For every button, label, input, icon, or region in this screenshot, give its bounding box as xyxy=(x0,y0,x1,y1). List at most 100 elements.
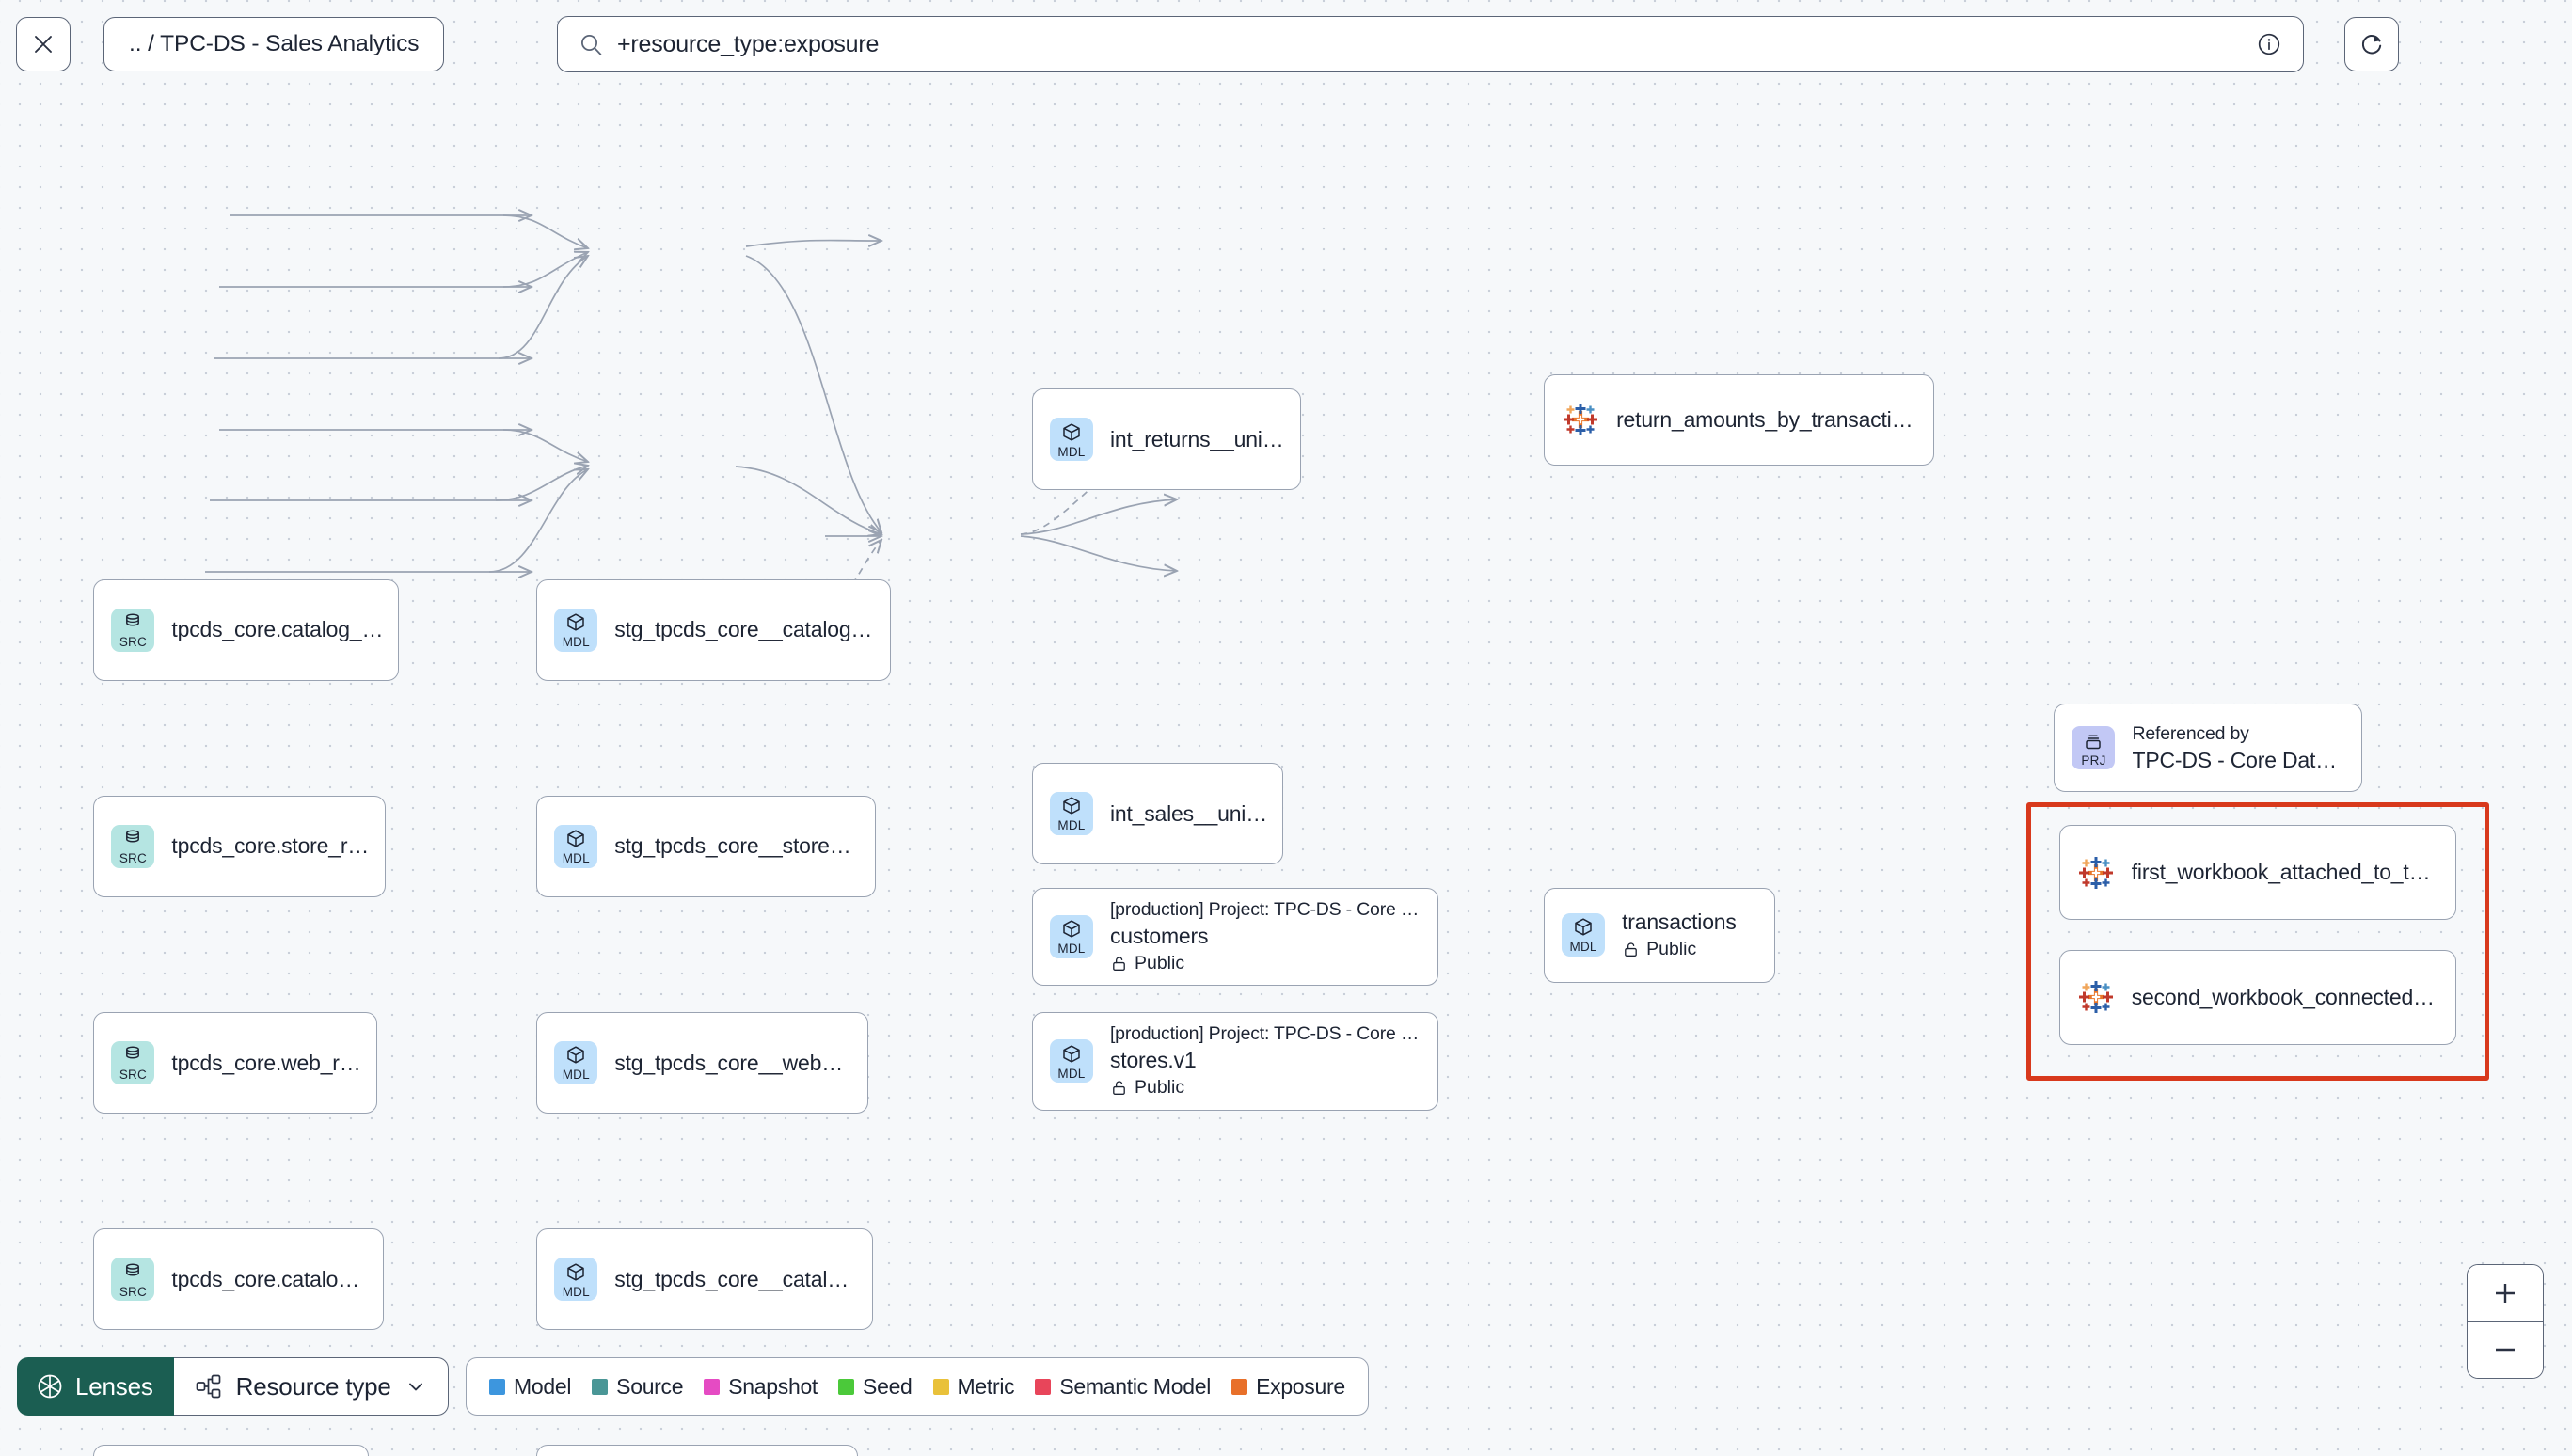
legend-item-model[interactable]: Model xyxy=(489,1374,571,1400)
node-type-badge-src: SRC xyxy=(111,824,155,868)
graph-node-return-amounts[interactable]: return_amounts_by_transaction_type xyxy=(1544,373,1935,467)
unlock-icon xyxy=(1625,942,1637,957)
legend-item-seed[interactable]: Seed xyxy=(838,1374,913,1400)
refresh-icon xyxy=(2361,35,2382,55)
legend-item-snapshot[interactable]: Snapshot xyxy=(704,1374,818,1400)
node-type-badge-mdl: MDL xyxy=(554,1041,598,1085)
graph-node-stg-web-returns[interactable]: MDL stg_tpcds_core__web_returns xyxy=(536,1012,868,1115)
breadcrumb-label: .. / TPC-DS - Sales Analytics xyxy=(129,31,420,56)
legend-label: Model xyxy=(514,1373,572,1399)
search-input[interactable] xyxy=(617,30,2247,58)
graph-node-referenced-by-project[interactable]: PRJ Referenced by TPC-DS - Core Data Mode… xyxy=(2054,704,2363,793)
refresh-button[interactable] xyxy=(2344,17,2399,71)
legend-swatch xyxy=(1231,1378,1248,1395)
cube-icon xyxy=(567,830,585,847)
node-type-badge-label: MDL xyxy=(1057,818,1086,833)
graph-node-src-web-returns[interactable]: SRC tpcds_core.web_returns xyxy=(93,1012,378,1115)
node-type-badge-mdl: MDL xyxy=(1562,913,1606,957)
node-type-badge-label: PRJ xyxy=(2081,752,2106,768)
cube-icon xyxy=(567,1263,585,1281)
search-bar[interactable] xyxy=(557,16,2304,72)
graph-node-first-workbook[interactable]: first_workbook_attached_to_tpc-ds_-_… xyxy=(2058,825,2456,921)
node-type-badge-src: SRC xyxy=(111,1258,155,1302)
cube-icon xyxy=(1063,423,1080,441)
graph-node-stg-store-sales[interactable]: MDL stg_tpcds_core__store_sales xyxy=(536,1445,859,1456)
node-visibility: Public xyxy=(1110,953,1425,974)
node-type-badge-mdl: MDL xyxy=(1049,1039,1093,1084)
zoom-out-button[interactable] xyxy=(2468,1321,2543,1378)
node-type-badge-label: MDL xyxy=(562,1284,590,1299)
graph-node-stg-catalog-returns[interactable]: MDL stg_tpcds_core__catalog_returns xyxy=(536,578,891,681)
graph-node-stores-v1[interactable]: MDL [production] Project: TPC-DS - Core … xyxy=(1031,1012,1439,1111)
resource-type-legend: Model Source Snapshot Seed Metric Semant… xyxy=(466,1357,1369,1416)
graph-node-stg-store-returns[interactable]: MDL stg_tpcds_core__store_returns xyxy=(536,795,877,897)
node-title: stg_tpcds_core__catalog_sales xyxy=(614,1266,859,1291)
node-title: stg_tpcds_core__catalog_returns xyxy=(614,617,877,642)
graph-node-customers[interactable]: MDL [production] Project: TPC-DS - Core … xyxy=(1031,887,1439,987)
node-title: customers xyxy=(1109,923,1209,948)
node-title: return_amounts_by_transaction_type xyxy=(1616,406,1920,432)
graph-node-transactions[interactable]: MDL transactions Public xyxy=(1544,887,1775,983)
node-labels: transactions Public xyxy=(1622,910,1774,960)
node-labels: first_workbook_attached_to_tpc-ds_-_… xyxy=(2132,860,2455,885)
legend-item-metric[interactable]: Metric xyxy=(932,1374,1015,1400)
node-labels: tpcds_core.catalog_returns xyxy=(171,617,397,642)
graph-node-stg-catalog-sales[interactable]: MDL stg_tpcds_core__catalog_sales xyxy=(536,1228,873,1331)
graph-node-src-store-returns[interactable]: SRC tpcds_core.store_returns xyxy=(93,795,386,897)
graph-node-second-workbook[interactable]: second_workbook_connected_to_live… xyxy=(2058,949,2456,1045)
node-labels: stg_tpcds_core__store_returns xyxy=(614,833,875,859)
node-title: stg_tpcds_core__store_returns xyxy=(614,833,862,859)
unlock-icon xyxy=(1113,957,1125,971)
node-type-badge-prj: PRJ xyxy=(2072,726,2116,770)
node-labels: int_sales__unioned xyxy=(1110,801,1282,827)
legend-label: Semantic Model xyxy=(1059,1373,1212,1399)
node-title: transactions xyxy=(1622,910,1737,935)
graph-node-int-returns-unioned[interactable]: MDL int_returns__unioned xyxy=(1031,388,1301,491)
breadcrumb[interactable]: .. / TPC-DS - Sales Analytics xyxy=(103,17,445,71)
node-type-badge-mdl: MDL xyxy=(1049,792,1093,836)
node-type-badge-label: SRC xyxy=(119,1284,147,1299)
database-icon xyxy=(126,830,140,843)
zoom-controls xyxy=(2467,1264,2544,1379)
node-supertitle: Referenced by xyxy=(2132,722,2249,744)
resource-type-dropdown[interactable]: Resource type xyxy=(173,1357,449,1416)
graph-node-int-sales-unioned[interactable]: MDL int_sales__unioned xyxy=(1031,762,1283,865)
cube-icon xyxy=(1063,797,1080,815)
cube-icon xyxy=(1575,918,1592,936)
close-button[interactable] xyxy=(16,17,71,71)
search-icon xyxy=(579,32,604,57)
database-icon xyxy=(126,1046,140,1059)
node-title: TPC-DS - Core Data Models xyxy=(2132,747,2348,772)
graph-node-src-store-sales[interactable]: SRC tpcds_core.store_sales xyxy=(93,1445,370,1456)
legend-item-semantic-model[interactable]: Semantic Model xyxy=(1035,1374,1211,1400)
node-title: tpcds_core.web_returns xyxy=(171,1050,363,1075)
node-labels: second_workbook_connected_to_live… xyxy=(2132,985,2455,1010)
node-visibility: Public xyxy=(1622,939,1761,960)
graph-node-src-catalog-returns[interactable]: SRC tpcds_core.catalog_returns xyxy=(93,578,399,681)
lenses-button[interactable]: Lenses xyxy=(17,1357,174,1416)
node-type-badge-label: MDL xyxy=(1057,942,1086,957)
exposure-badge xyxy=(1562,402,1601,437)
cube-icon xyxy=(567,1046,585,1064)
node-labels: stg_tpcds_core__catalog_sales xyxy=(614,1267,872,1292)
legend-item-exposure[interactable]: Exposure xyxy=(1231,1374,1345,1400)
info-icon[interactable] xyxy=(2256,31,2282,57)
zoom-in-button[interactable] xyxy=(2468,1265,2543,1321)
tableau-icon xyxy=(2078,856,2113,889)
node-type-badge-label: MDL xyxy=(1057,1066,1086,1081)
legend-label: Seed xyxy=(863,1373,913,1399)
node-type-badge-label: SRC xyxy=(119,1068,147,1083)
tableau-icon xyxy=(2078,981,2113,1014)
node-title: stg_tpcds_core__web_returns xyxy=(614,1050,853,1075)
graph-node-src-catalog-sales[interactable]: SRC tpcds_core.catalog_sales xyxy=(93,1228,385,1331)
legend-label: Source xyxy=(616,1373,684,1399)
node-visibility-label: Public xyxy=(1134,1077,1185,1099)
node-labels: tpcds_core.web_returns xyxy=(171,1051,376,1076)
node-type-badge-label: SRC xyxy=(119,851,147,866)
top-toolbar: .. / TPC-DS - Sales Analytics xyxy=(0,0,2572,105)
node-title: tpcds_core.catalog_returns xyxy=(171,617,385,642)
node-labels: stg_tpcds_core__catalog_returns xyxy=(614,617,890,642)
legend-item-source[interactable]: Source xyxy=(592,1373,684,1400)
